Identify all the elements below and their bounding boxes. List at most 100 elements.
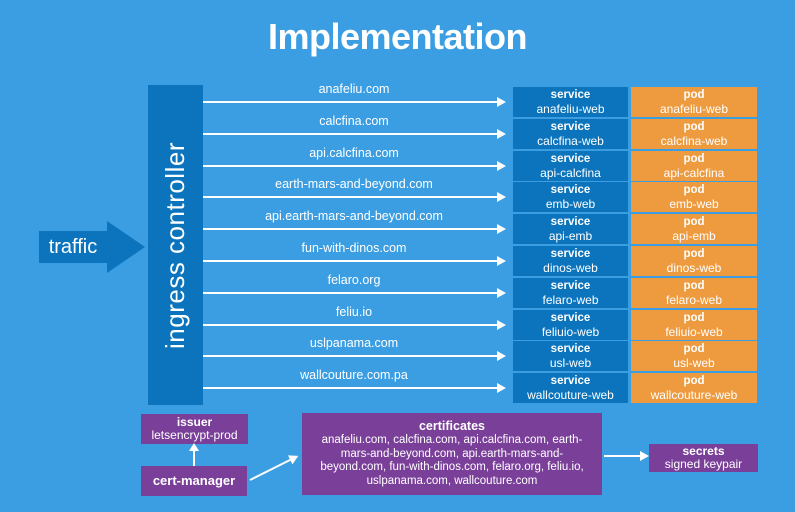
pod-name: api-calcfina <box>663 166 725 180</box>
pod-box: pod feliuio-web <box>631 310 757 340</box>
pod-type-label: pod <box>683 248 705 260</box>
arrow-head-icon <box>497 192 506 202</box>
pod-box: pod usl-web <box>631 341 757 371</box>
service-name: anafeliu-web <box>536 102 605 116</box>
service-type-label: service <box>550 216 591 228</box>
traffic-arrow: traffic <box>39 231 107 263</box>
cert-manager-to-certificates-arrow <box>249 451 301 481</box>
route-arrow <box>203 129 506 139</box>
service-type-label: service <box>550 121 591 133</box>
route-arrow <box>203 161 506 171</box>
arrow-head-icon <box>497 288 506 298</box>
pod-type-label: pod <box>683 184 705 196</box>
certificates-title: certificates <box>418 418 485 433</box>
service-name: wallcouture-web <box>527 388 614 402</box>
pod-name: anafeliu-web <box>659 102 729 116</box>
pod-type-label: pod <box>683 312 705 324</box>
pod-name: felaro-web <box>665 293 723 307</box>
arrow-head-icon <box>497 383 506 393</box>
route-arrow <box>203 320 506 330</box>
service-type-label: service <box>550 280 591 292</box>
issuer-subtitle: letsencrypt-prod <box>151 428 238 442</box>
domain-label: felaro.org <box>327 273 381 287</box>
pod-box: pod calcfina-web <box>631 119 757 149</box>
certificates-to-secrets-arrow <box>604 451 649 461</box>
pod-type-label: pod <box>683 375 705 387</box>
domain-label: uslpanama.com <box>309 336 399 350</box>
service-box: service emb-web <box>513 182 628 212</box>
secrets-box: secrets signed keypair <box>649 444 758 472</box>
route-arrow <box>203 351 506 361</box>
service-type-label: service <box>550 184 591 196</box>
ingress-route-row: wallcouture.com.pa service wallcouture-w… <box>203 368 757 403</box>
pod-type-label: pod <box>683 153 705 165</box>
arrow-head-icon <box>497 129 506 139</box>
route-arrow <box>203 383 506 393</box>
pod-box: pod dinos-web <box>631 246 757 276</box>
service-name: emb-web <box>545 197 596 211</box>
service-box: service felaro-web <box>513 278 628 308</box>
service-box: service api-emb <box>513 214 628 244</box>
ingress-route-row: uslpanama.com service usl-web pod usl-we… <box>203 336 757 371</box>
pod-name: emb-web <box>669 197 719 211</box>
domain-label: earth-mars-and-beyond.com <box>275 177 433 191</box>
service-box: service wallcouture-web <box>513 373 628 403</box>
pod-box: pod emb-web <box>631 182 757 212</box>
arrow-head-icon <box>497 256 506 266</box>
service-name: calcfina-web <box>537 134 604 148</box>
ingress-route-row: api.earth-mars-and-beyond.com service ap… <box>203 209 757 244</box>
domain-label: api.earth-mars-and-beyond.com <box>265 209 443 223</box>
ingress-controller-label: ingress controller <box>160 141 191 349</box>
pod-type-label: pod <box>683 121 705 133</box>
ingress-route-row: felaro.org service felaro-web pod felaro… <box>203 273 757 308</box>
pod-name: api-emb <box>672 229 716 243</box>
pod-name: calcfina-web <box>660 134 728 148</box>
service-box: service dinos-web <box>513 246 628 276</box>
pod-type-label: pod <box>683 280 705 292</box>
ingress-route-row: calcfina.com service calcfina-web pod ca… <box>203 114 757 149</box>
certificates-domain-list: anafeliu.com, calcfina.com, api.calcfina… <box>320 434 584 487</box>
service-type-label: service <box>550 375 591 387</box>
pod-box: pod anafeliu-web <box>631 87 757 117</box>
arrow-head-icon <box>497 351 506 361</box>
secrets-title: secrets <box>682 444 725 458</box>
ingress-route-row: api.calcfina.com service api-calcfina po… <box>203 146 757 181</box>
pod-name: wallcouture-web <box>650 388 738 402</box>
certificates-box: certificates anafeliu.com, calcfina.com,… <box>302 413 602 495</box>
ingress-route-row: feliu.io service feliuio-web pod feliuio… <box>203 305 757 340</box>
page-title: Implementation <box>267 16 528 57</box>
pod-box: pod api-calcfina <box>631 151 757 181</box>
service-type-label: service <box>550 153 591 165</box>
pod-type-label: pod <box>683 343 705 355</box>
domain-label: calcfina.com <box>319 114 389 128</box>
ingress-route-row: earth-mars-and-beyond.com service emb-we… <box>203 177 757 212</box>
arrow-head-icon <box>497 97 506 107</box>
ingress-route-row: anafeliu.com service anafeliu-web pod an… <box>203 82 757 117</box>
domain-label: feliu.io <box>335 305 373 319</box>
arrow-head-icon <box>497 320 506 330</box>
ingress-route-row: fun-with-dinos.com service dinos-web pod… <box>203 241 757 276</box>
pod-box: pod wallcouture-web <box>631 373 757 403</box>
ingress-controller-box: ingress controller <box>148 85 203 405</box>
service-type-label: service <box>550 343 591 355</box>
service-type-label: service <box>550 248 591 260</box>
service-name: usl-web <box>549 356 592 370</box>
pod-name: dinos-web <box>666 261 722 275</box>
arrow-head-icon <box>497 161 506 171</box>
up-arrow-head-icon <box>189 443 199 451</box>
domain-label: wallcouture.com.pa <box>300 368 408 382</box>
service-name: feliuio-web <box>541 325 600 339</box>
cert-manager-title: cert-manager <box>152 473 236 489</box>
pod-name: usl-web <box>673 356 715 370</box>
pod-type-label: pod <box>683 216 705 228</box>
service-box: service calcfina-web <box>513 119 628 149</box>
route-arrow <box>203 224 506 234</box>
cert-manager-box: cert-manager <box>141 466 247 496</box>
pod-type-label: pod <box>683 89 705 101</box>
arrow-head-icon <box>640 451 649 461</box>
pod-box: pod felaro-web <box>631 278 757 308</box>
traffic-arrow-head-icon <box>107 221 145 273</box>
service-box: service feliuio-web <box>513 310 628 340</box>
service-box: service usl-web <box>513 341 628 371</box>
